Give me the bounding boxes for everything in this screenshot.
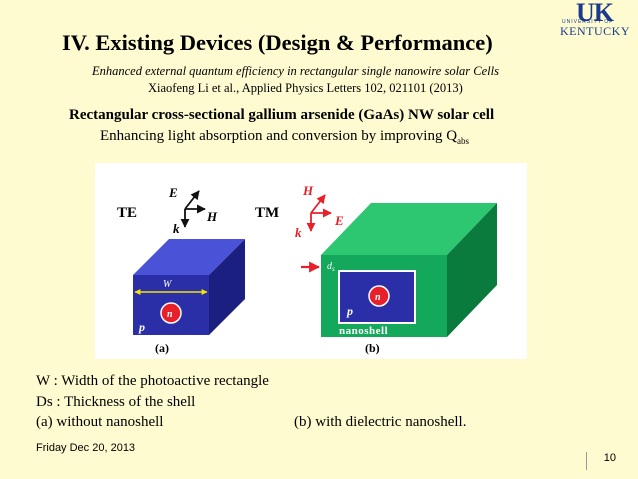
green-box-top xyxy=(321,203,497,255)
footer-date: Friday Dec 20, 2013 xyxy=(36,442,136,454)
e-field-arrow xyxy=(184,190,200,210)
subheading-subscript: abs xyxy=(457,136,470,146)
e-axis-label-b: E xyxy=(334,213,344,228)
shell-label-a: p xyxy=(138,320,145,334)
paper-citation: Xiaofeng Li et al., Applied Physics Lett… xyxy=(148,81,463,95)
logo-university-of-text: UNIVERSITY OF xyxy=(562,19,614,25)
slide-title: IV. Existing Devices (Design & Performan… xyxy=(62,30,493,55)
note-panel-a: (a) without nanoshell xyxy=(36,414,164,430)
width-label: W xyxy=(163,279,173,290)
blue-box-side xyxy=(209,239,245,335)
shell-label-b: p xyxy=(346,304,353,318)
k-axis-label: k xyxy=(173,221,180,236)
section-subheading: Enhancing light absorption and conversio… xyxy=(100,128,469,146)
thickness-label: ds xyxy=(327,261,335,273)
thickness-label-main: d xyxy=(327,261,333,272)
nanoshell-label: nanoshell xyxy=(339,325,388,337)
te-label: TE xyxy=(117,205,137,221)
tm-label: TM xyxy=(255,205,279,221)
caption-a: (a) xyxy=(155,341,169,355)
blue-box-top xyxy=(133,239,245,275)
panel-b: TM H E k ds n p nanoshell (b) xyxy=(255,183,497,355)
device-figure: TE E H k W n p (a) TM H E k xyxy=(95,163,527,359)
note-panel-b: (b) with dielectric nanoshell. xyxy=(294,414,467,430)
subheading-text: Enhancing light absorption and conversio… xyxy=(100,128,458,144)
core-label-a: n xyxy=(167,309,173,320)
paper-title: Enhanced external quantum efficiency in … xyxy=(92,64,499,78)
thickness-label-sub: s xyxy=(332,265,335,273)
page-number: 10 xyxy=(603,452,616,464)
h-field-arrow-b xyxy=(310,194,326,214)
note-shell-thickness: Ds : Thickness of the shell xyxy=(36,394,196,410)
e-axis-label: E xyxy=(168,185,178,200)
logo-kentucky-text: KENTUCKY xyxy=(560,24,630,38)
k-axis-label-b: k xyxy=(295,225,302,240)
footer-divider xyxy=(586,452,587,470)
section-heading: Rectangular cross-sectional gallium arse… xyxy=(69,107,495,123)
h-axis-label-b: H xyxy=(302,183,314,198)
panel-a: TE E H k W n p (a) xyxy=(117,185,245,355)
core-label-b: n xyxy=(375,292,381,303)
core-circle-b xyxy=(368,285,390,307)
h-axis-label: H xyxy=(206,209,218,224)
note-width: W : Width of the photoactive rectangle xyxy=(36,373,269,389)
core-circle-a xyxy=(160,302,182,324)
green-box-side xyxy=(447,203,497,337)
device-figure-svg: TE E H k W n p (a) TM H E k xyxy=(117,183,497,355)
caption-b: (b) xyxy=(365,341,380,355)
logo-uk-text: UK xyxy=(576,0,614,27)
university-logo: UK UNIVERSITY OF KENTUCKY xyxy=(556,0,638,42)
